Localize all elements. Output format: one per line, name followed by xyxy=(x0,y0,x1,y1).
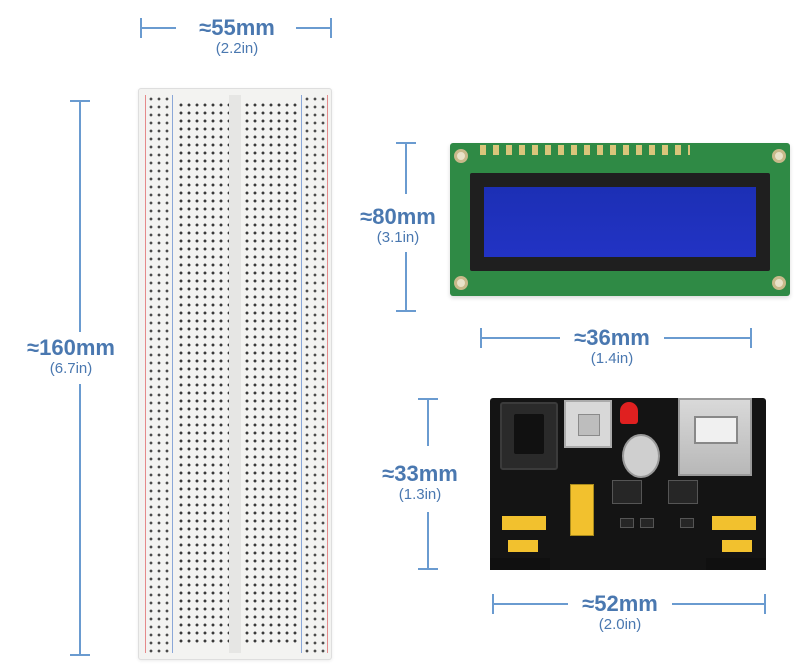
lcd-width-in: (1.4in) xyxy=(590,350,634,367)
psu-height-label: ≈33mm (1.3in) xyxy=(364,462,476,504)
rail-stripe-red-left xyxy=(145,95,146,653)
breadboard-height-label: ≈160mm (6.7in) xyxy=(6,336,136,378)
psu-height-mm: ≈33mm xyxy=(382,461,458,486)
lcd-module xyxy=(450,143,790,296)
mount-hole-tr xyxy=(772,149,786,163)
lcd-height-mm: ≈80mm xyxy=(360,204,436,229)
psu-width-in: (2.0in) xyxy=(598,616,642,633)
psu-height-in: (1.3in) xyxy=(398,486,442,503)
output-header xyxy=(570,484,594,536)
lcd-w-line-left xyxy=(480,337,560,339)
bottom-rail-left xyxy=(490,558,550,570)
bottom-rail-right xyxy=(706,558,766,570)
dim-line-top xyxy=(79,100,81,332)
lcd-dim-line-top xyxy=(405,142,407,194)
psu-w-line-right xyxy=(672,603,766,605)
lcd-dim-line-bottom xyxy=(405,252,407,312)
usb-port xyxy=(678,398,752,476)
lcd-width-mm: ≈36mm xyxy=(574,325,650,350)
dim-line-right xyxy=(296,27,332,29)
breadboard-width-label: ≈55mm (2.2in) xyxy=(178,16,296,58)
lcd-height-in: (3.1in) xyxy=(376,229,420,246)
capacitor xyxy=(622,434,660,478)
lcd-w-line-right xyxy=(664,337,752,339)
dim-line-bottom xyxy=(79,384,81,656)
dc-jack xyxy=(500,402,558,470)
regulator-left xyxy=(612,480,642,504)
power-rail-left xyxy=(147,95,171,653)
rail-stripe-blue-left xyxy=(172,95,173,653)
mount-hole-bl xyxy=(454,276,468,290)
psu-w-line-left xyxy=(492,603,568,605)
psu-dim-line-bottom xyxy=(427,512,429,570)
lcd-w-tick-right xyxy=(750,328,752,348)
mount-hole-br xyxy=(772,276,786,290)
power-supply-module xyxy=(490,398,766,570)
center-trench xyxy=(229,95,241,653)
mount-hole-tl xyxy=(454,149,468,163)
psu-w-tick-right xyxy=(764,594,766,614)
psu-dim-line-top xyxy=(427,398,429,446)
psu-dim-tick-bottom xyxy=(418,568,438,570)
breadboard xyxy=(138,88,332,660)
lcd-bezel xyxy=(470,173,770,271)
smd-resistor-1 xyxy=(620,518,634,528)
dim-tick-bottom xyxy=(70,654,90,656)
jumper-left xyxy=(502,516,546,530)
power-rail-right xyxy=(303,95,327,653)
smd-resistor-2 xyxy=(640,518,654,528)
breadboard-height-mm: ≈160mm xyxy=(27,335,115,360)
psu-width-mm: ≈52mm xyxy=(582,591,658,616)
lcd-screen xyxy=(484,187,756,257)
power-led xyxy=(620,402,638,424)
smd-resistor-3 xyxy=(680,518,694,528)
rail-pins-left xyxy=(508,540,538,552)
lcd-width-label: ≈36mm (1.4in) xyxy=(562,326,662,368)
dim-tick-right xyxy=(330,18,332,38)
regulator-right xyxy=(668,480,698,504)
jumper-right xyxy=(712,516,756,530)
breadboard-height-in: (6.7in) xyxy=(49,360,93,377)
terminal-strip-right xyxy=(243,101,299,647)
dim-line-left xyxy=(140,27,176,29)
breadboard-width-in: (2.2in) xyxy=(215,40,259,57)
rail-stripe-blue-right xyxy=(301,95,302,653)
terminal-strip-left xyxy=(177,101,233,647)
lcd-dim-tick-bottom xyxy=(396,310,416,312)
rail-stripe-red-right xyxy=(327,95,328,653)
rail-pins-right xyxy=(722,540,752,552)
breadboard-width-mm: ≈55mm xyxy=(199,15,275,40)
lcd-height-label: ≈80mm (3.1in) xyxy=(342,205,454,247)
lcd-header-pins xyxy=(480,145,690,155)
power-switch xyxy=(564,400,612,448)
psu-width-label: ≈52mm (2.0in) xyxy=(570,592,670,634)
